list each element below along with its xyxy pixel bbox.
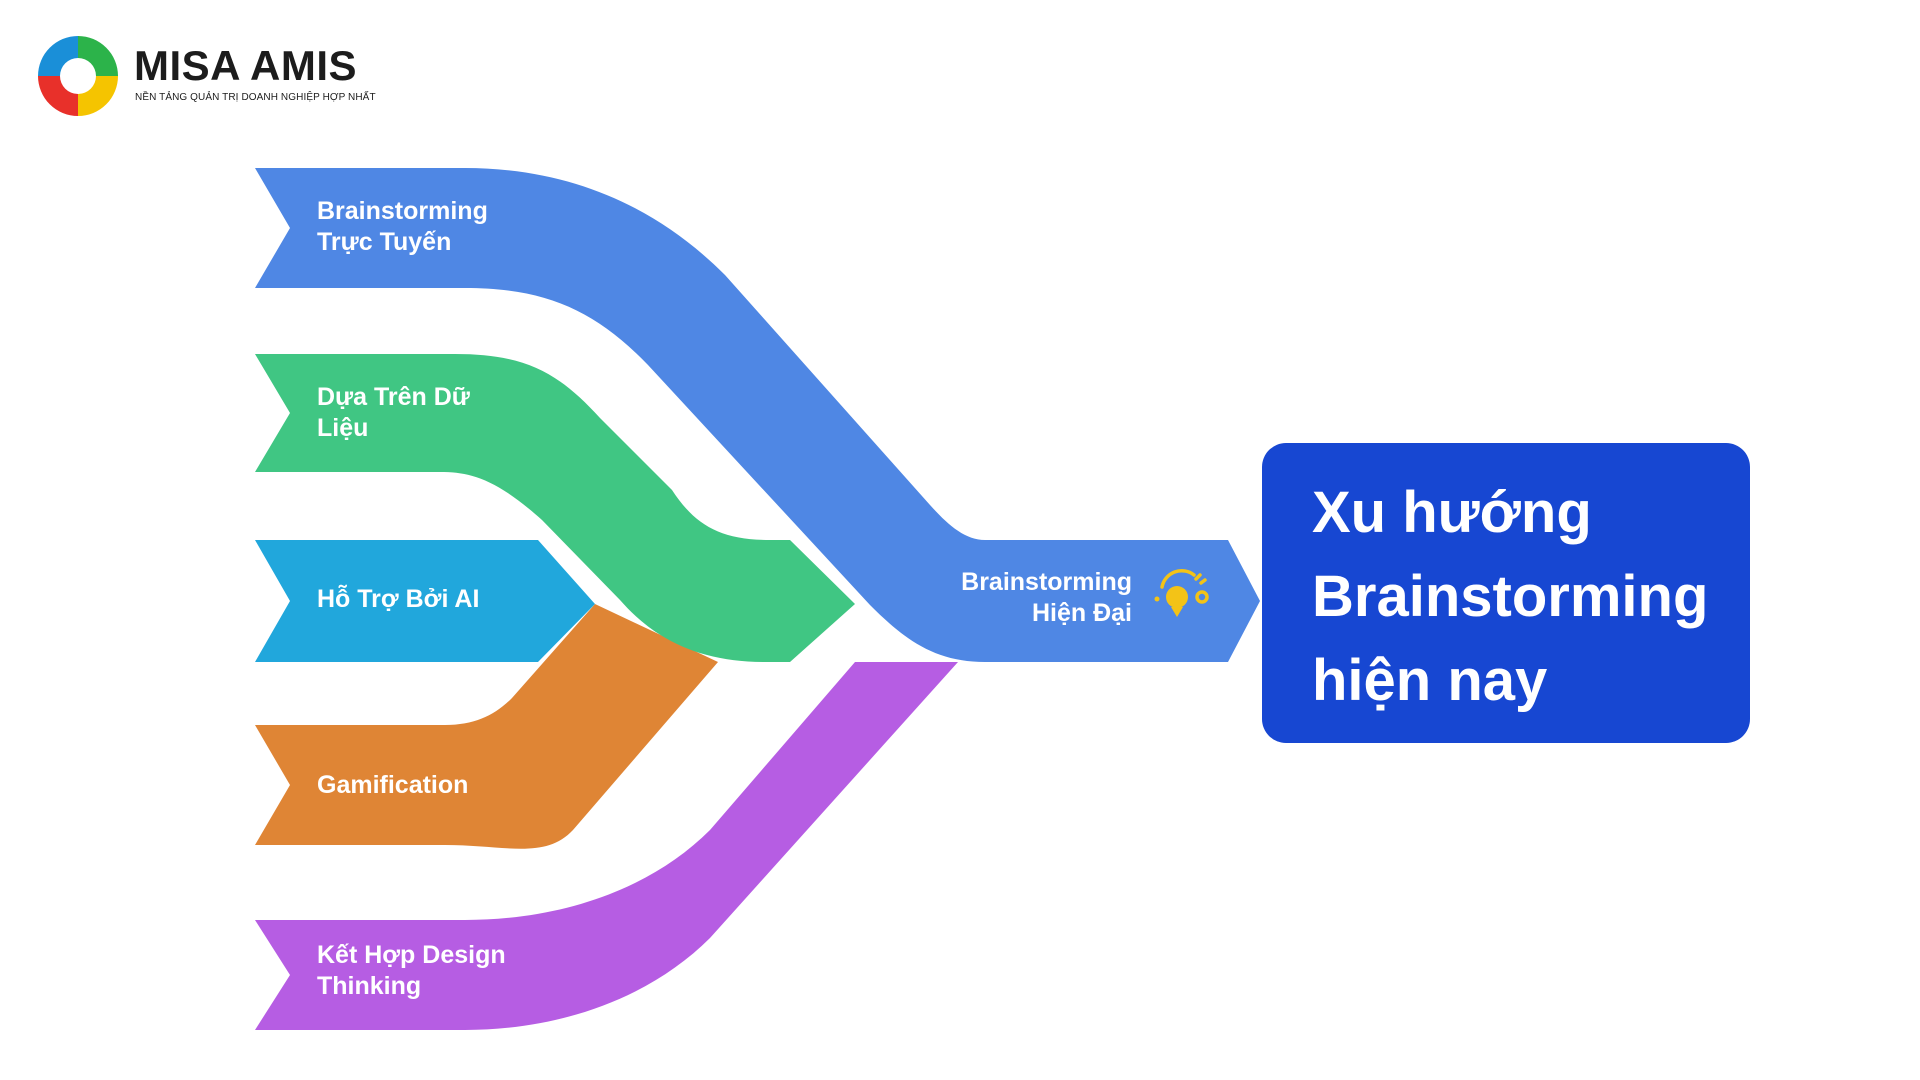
result-box: Xu hướng Brainstorming hiện nay — [1262, 443, 1750, 743]
merge-label: Brainstorming Hiện Đại — [961, 568, 1132, 627]
misa-logo-icon — [38, 36, 118, 116]
brand-name: MISA AMIS — [134, 42, 358, 89]
band-gamification — [255, 604, 718, 849]
band-data-driven — [255, 354, 855, 662]
trend-label-ai: Hỗ Trợ Bởi AI — [317, 585, 480, 613]
brand-tagline: NỀN TẢNG QUẢN TRỊ DOANH NGHIỆP HỢP NHẤT — [135, 92, 376, 103]
trend-label-data-driven: Dựa Trên Dữ Liệu — [317, 383, 470, 442]
brand-logo: MISA AMIS NỀN TẢNG QUẢN TRỊ DOANH NGHIỆP… — [36, 34, 396, 120]
result-title: Xu hướng Brainstorming hiện nay — [1312, 480, 1709, 713]
lightbulb-icon — [1154, 569, 1209, 617]
band-online — [255, 168, 1260, 662]
trend-label-online: Brainstorming Trực Tuyến — [317, 197, 488, 256]
band-design-thinking — [255, 662, 958, 1030]
trend-label-gamification: Gamification — [317, 771, 469, 799]
trend-label-design-thinking: Kết Hợp Design Thinking — [317, 941, 506, 1000]
band-ai — [255, 540, 595, 662]
